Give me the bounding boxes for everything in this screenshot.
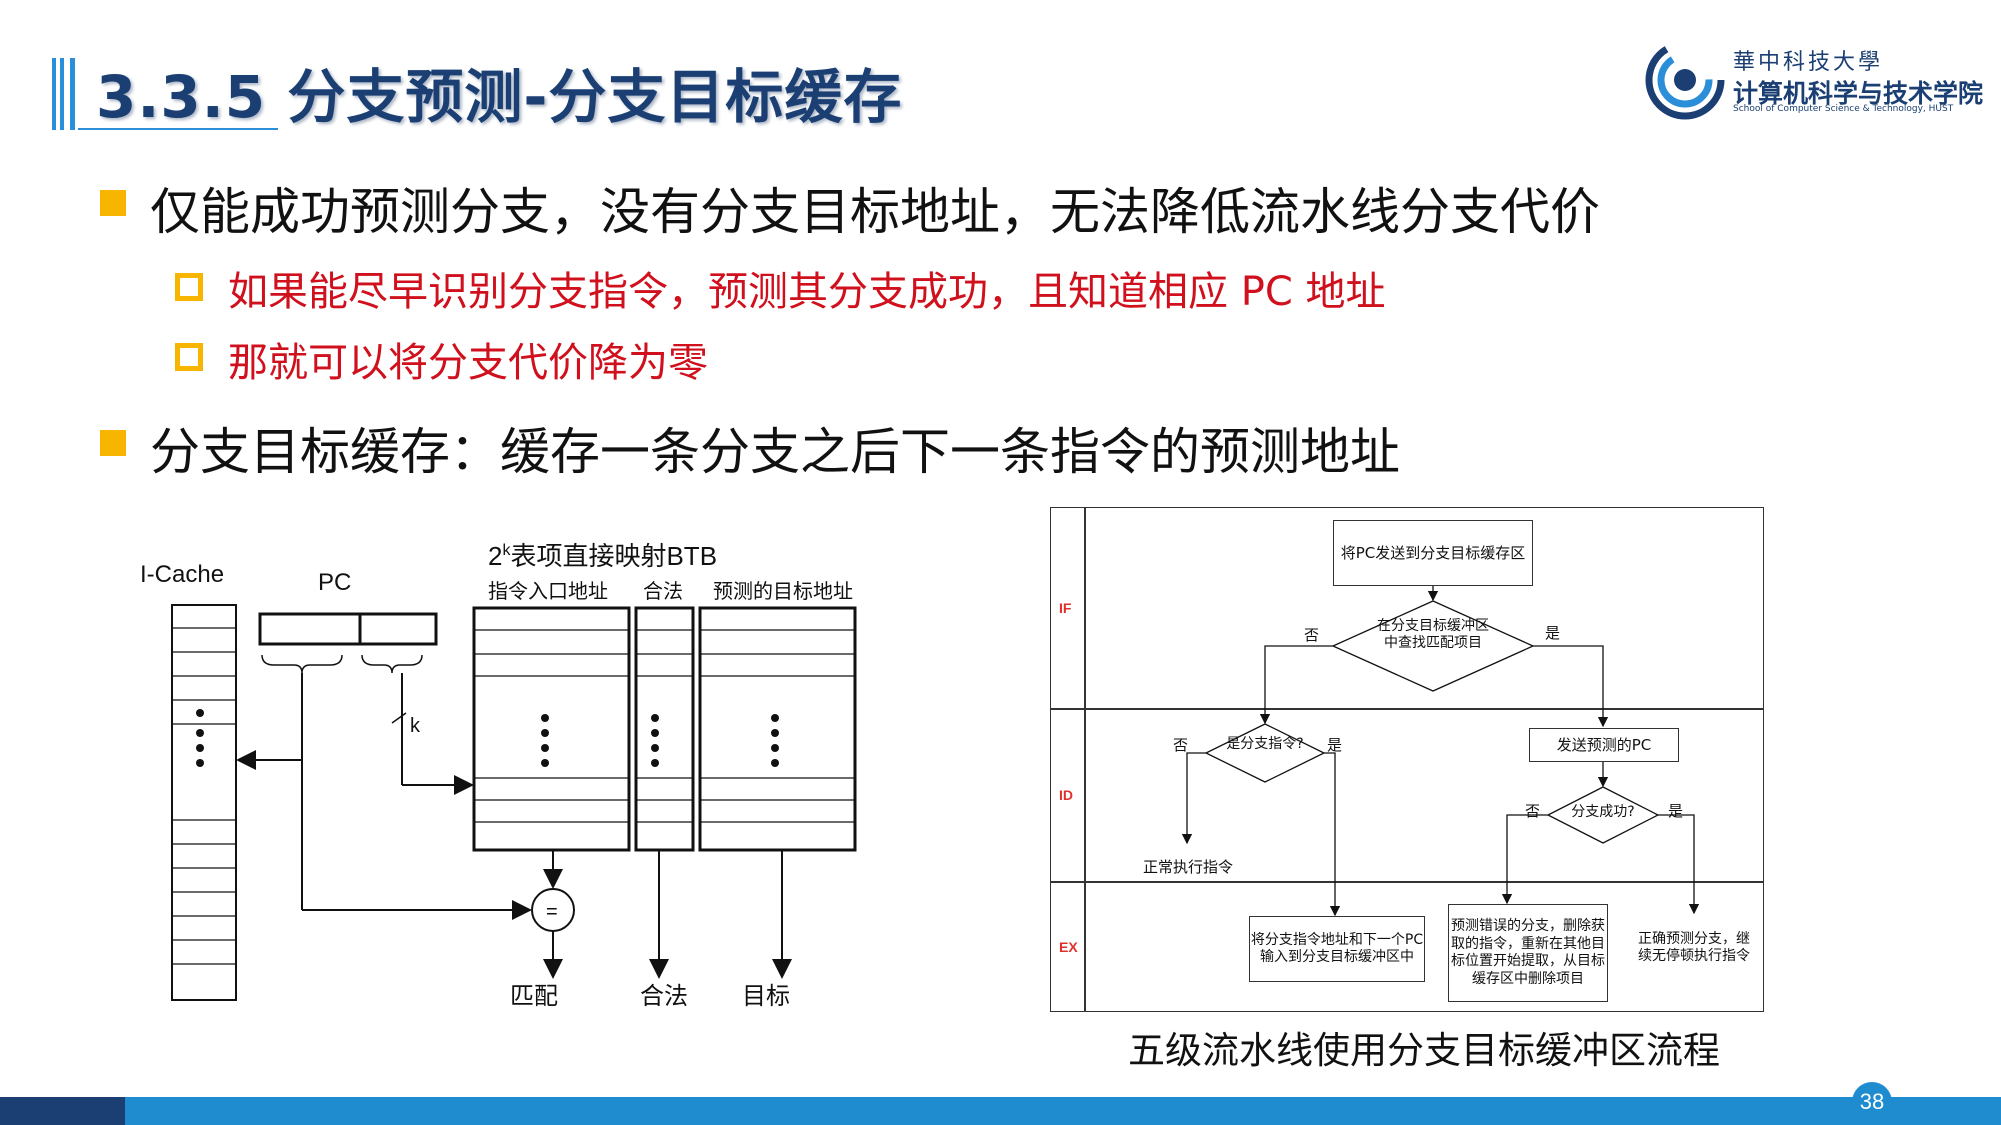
btb-col2-label: 合法	[643, 580, 683, 603]
output-match-label: 匹配	[510, 983, 558, 1010]
output-target-label: 目标	[742, 983, 790, 1010]
pc-label: PC	[318, 569, 351, 596]
flow-correct-box: 正确预测分支，继续无停顿执行指令	[1638, 914, 1756, 982]
sub-bullet-marker	[175, 273, 203, 301]
flow-branch-diamond: 是分支指令?	[1226, 736, 1304, 752]
flow-yes-label: 是	[1668, 802, 1684, 820]
icache-block	[171, 604, 237, 1001]
stage-divider	[1084, 508, 1086, 1011]
ellipsis-dot	[771, 714, 779, 722]
ellipsis-dot	[196, 744, 204, 752]
stage-divider	[1051, 708, 1763, 710]
k-label: k	[410, 715, 421, 737]
bullet-marker	[100, 190, 126, 216]
icache-label: I-Cache	[140, 561, 224, 588]
ellipsis-dot	[541, 759, 549, 767]
footer-accent	[0, 1097, 125, 1125]
flow-send-pc-box: 发送预测的PC	[1529, 728, 1679, 762]
sub-bullet-marker	[175, 343, 203, 371]
logo-school-name: 计算机科学与技术学院	[1733, 79, 1984, 108]
flowchart-lines	[1181, 586, 1700, 917]
ellipsis-dot	[651, 759, 659, 767]
page-title: 3.3.5 分支预测-分支目标缓存	[96, 63, 903, 131]
ellipsis-dot	[196, 729, 204, 737]
sub-bullet-2-text: 那就可以将分支代价降为零	[228, 340, 708, 386]
ellipsis-dot	[651, 714, 659, 722]
ellipsis-dot	[771, 744, 779, 752]
ellipsis-dot	[196, 709, 204, 717]
btb-title-text: 表项直接映射BTB	[510, 541, 717, 571]
flow-mispredict-box: 预测错误的分支，删除获取的指令，重新在其他目标位置开始提取，从目标缓存区中删除项…	[1448, 904, 1608, 1002]
stage-id: ID	[1059, 787, 1073, 803]
flow-start-box: 将PC发送到分支目标缓存区	[1333, 520, 1533, 586]
stage-divider	[1051, 881, 1763, 883]
ellipsis-dot	[541, 714, 549, 722]
ellipsis-dot	[541, 744, 549, 752]
bullet-marker	[100, 430, 126, 456]
btb-col3-label: 预测的目标地址	[713, 580, 853, 603]
output-valid-label: 合法	[640, 983, 688, 1010]
title-decoration-bar	[70, 58, 75, 130]
ellipsis-dot	[771, 759, 779, 767]
flow-success-diamond: 分支成功?	[1571, 804, 1635, 820]
btb-col-valid	[634, 606, 695, 852]
comparator-symbol: =	[546, 901, 558, 923]
btb-col-entry	[472, 606, 631, 852]
ellipsis-dot	[651, 729, 659, 737]
flow-yes-label: 是	[1327, 736, 1343, 754]
flow-no-label: 否	[1304, 626, 1320, 644]
bullet-2-text: 分支目标缓存：缓存一条分支之后下一条指令的预测地址	[150, 423, 1400, 481]
ellipsis-dot	[771, 729, 779, 737]
logo-university-name: 華中科技大學	[1733, 50, 1884, 75]
logo-school-english: School of Computer Science & Technology,…	[1733, 104, 1954, 114]
flow-no-label: 否	[1525, 802, 1541, 820]
university-logo: 華中科技大學 计算机科学与技术学院 School of Computer Sci…	[1645, 40, 1983, 120]
ellipsis-dot	[196, 759, 204, 767]
pc-register	[258, 612, 438, 646]
svg-text:2k表项直接映射BTB: 2k表项直接映射BTB	[488, 541, 717, 571]
stage-if: IF	[1059, 600, 1072, 616]
flowchart: IF ID EX 将PC发送到分支目标缓存区 在分支目标缓冲区中查找匹配项目 否…	[1050, 507, 1764, 1012]
flow-find-diamond: 在分支目标缓冲区中查找匹配项目	[1377, 618, 1489, 651]
bullet-1-text: 仅能成功预测分支，没有分支目标地址，无法降低流水线分支代价	[150, 183, 1600, 241]
ellipsis-dot	[541, 729, 549, 737]
footer-bar	[0, 1097, 2001, 1125]
logo-swirl-icon	[1645, 40, 1725, 120]
btb-title-base: 2	[488, 541, 502, 571]
btb-col-target	[698, 606, 857, 852]
ellipsis-dot	[651, 744, 659, 752]
stage-ex: EX	[1059, 939, 1078, 955]
flow-normal-exec: 正常执行指令	[1143, 858, 1234, 876]
sub-bullet-1-text: 如果能尽早识别分支指令，预测其分支成功，且知道相应 PC 地址	[228, 269, 1386, 315]
btb-col1-label: 指令入口地址	[488, 580, 608, 603]
flow-yes-label: 是	[1545, 624, 1561, 642]
flow-no-label: 否	[1173, 736, 1189, 754]
page-number: 38	[1852, 1082, 1892, 1122]
title-underline	[78, 128, 278, 130]
flow-enter-btb-box: 将分支指令地址和下一个PC输入到分支目标缓冲区中	[1249, 916, 1425, 982]
btb-title-sup: k	[502, 542, 511, 559]
btb-diagram: I-Cache PC 2k表项直接映射BTB 指令入口地址 合法 预测的目标地址…	[140, 541, 857, 1010]
title-decoration	[52, 58, 64, 130]
figure-caption: 五级流水线使用分支目标缓冲区流程	[1128, 1029, 1720, 1072]
